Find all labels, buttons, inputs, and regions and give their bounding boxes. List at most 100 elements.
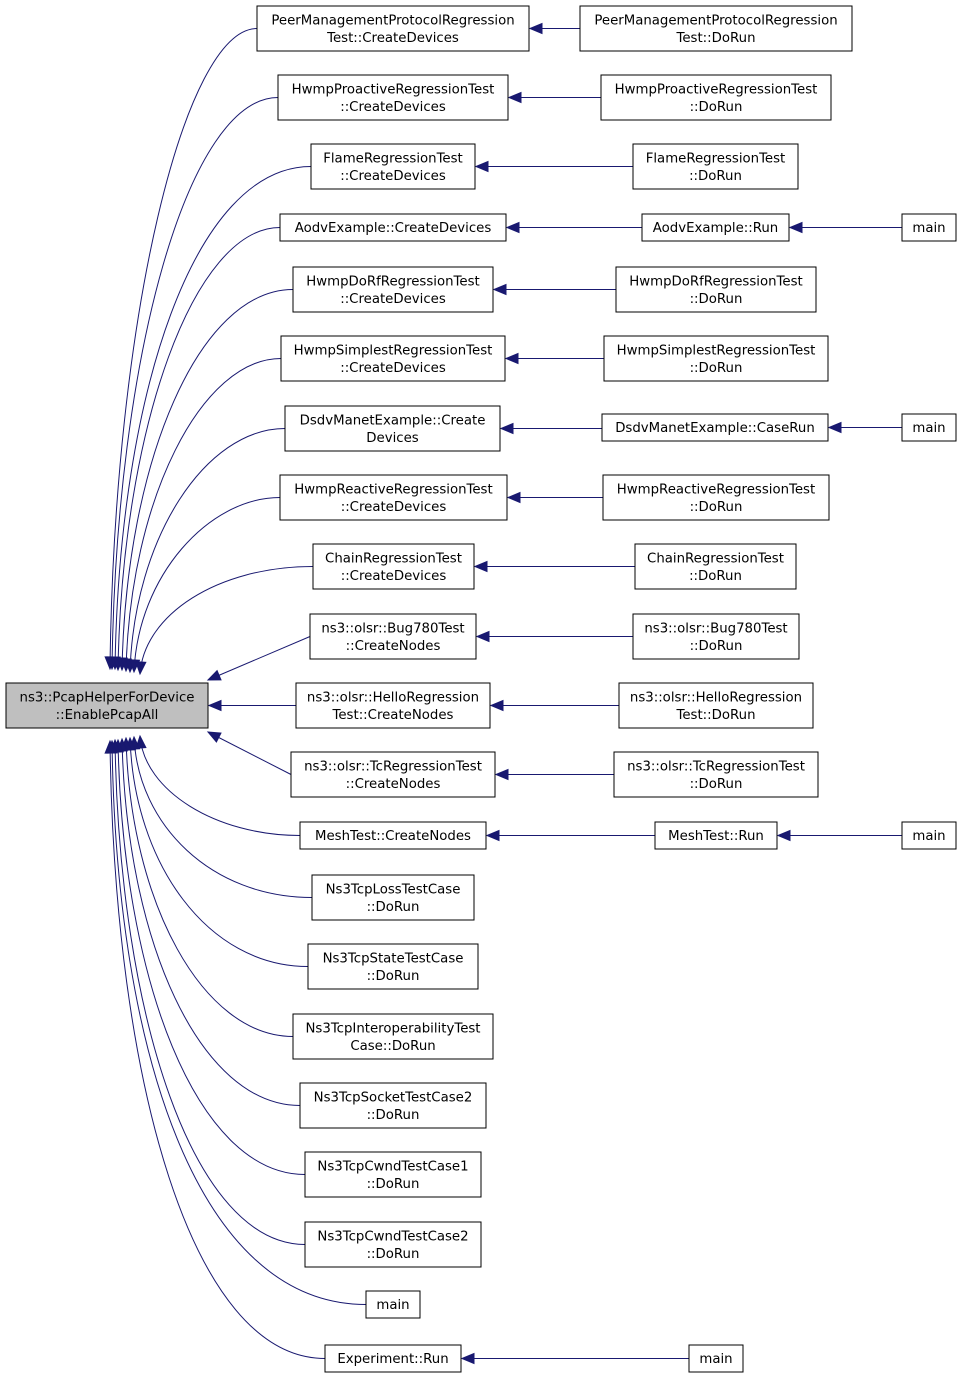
call-edge-arrowhead	[492, 283, 507, 296]
node-label-line: Ns3TcpLossTestCase	[326, 882, 461, 897]
node-box	[307, 943, 479, 990]
function-node-d8[interactable]: HwmpReactiveRegressionTest::DoRun	[602, 474, 830, 521]
node-label-line: Test::DoRun	[675, 708, 755, 723]
function-node-e4[interactable]: main	[901, 213, 957, 242]
function-node-c12[interactable]: ns3::olsr::TcRegressionTest::CreateNodes	[290, 751, 496, 798]
function-node-d2[interactable]: HwmpProactiveRegressionTest::DoRun	[600, 74, 832, 121]
call-edge-arrowhead	[788, 221, 803, 234]
function-node-e7[interactable]: main	[901, 413, 957, 442]
node-box	[613, 751, 819, 798]
function-node-d12[interactable]: ns3::olsr::TcRegressionTest::DoRun	[613, 751, 819, 798]
node-label-line: HwmpSimplestRegressionTest	[617, 343, 816, 358]
node-label-line: ::DoRun	[367, 969, 420, 984]
node-label-line: ::DoRun	[367, 1247, 420, 1262]
function-node-c3[interactable]: FlameRegressionTest::CreateDevices	[310, 143, 476, 190]
function-node-c7[interactable]: DsdvManetExample::CreateDevices	[284, 405, 501, 452]
node-label-line: ::DoRun	[689, 169, 742, 184]
function-node-d3[interactable]: FlameRegressionTest::DoRun	[632, 143, 799, 190]
function-node-c20[interactable]: main	[365, 1290, 421, 1319]
call-edge-arrowhead	[489, 699, 504, 712]
node-box	[641, 213, 790, 242]
call-edge	[114, 166, 312, 670]
function-node-d10[interactable]: ns3::olsr::Bug780Test::DoRun	[632, 613, 800, 660]
function-node-c21[interactable]: Experiment::Run	[324, 1344, 462, 1373]
node-box	[279, 213, 507, 242]
function-node-c11[interactable]: ns3::olsr::HelloRegressionTest::CreateNo…	[295, 682, 491, 729]
function-node-c10[interactable]: ns3::olsr::Bug780Test::CreateNodes	[309, 613, 477, 660]
function-node-d4[interactable]: AodvExample::Run	[641, 213, 790, 242]
node-box	[295, 682, 491, 729]
node-box	[603, 335, 829, 382]
call-edge-arrowhead	[506, 491, 521, 504]
function-node-d5[interactable]: HwmpDoRfRegressionTest::DoRun	[615, 266, 817, 313]
function-node-d1[interactable]: PeerManagementProtocolRegressionTest::Do…	[579, 5, 853, 52]
node-box	[311, 874, 475, 921]
function-node-c19[interactable]: Ns3TcpCwndTestCase2::DoRun	[304, 1221, 482, 1268]
node-label-line: Case::DoRun	[350, 1039, 435, 1054]
call-edge	[111, 740, 367, 1305]
function-node-d7[interactable]: DsdvManetExample::CaseRun	[601, 413, 829, 442]
node-box	[310, 143, 476, 190]
function-node-c4[interactable]: AodvExample::CreateDevices	[279, 213, 507, 242]
function-node-c17[interactable]: Ns3TcpSocketTestCase2::DoRun	[299, 1082, 487, 1129]
node-label-line: ::CreateDevices	[341, 500, 447, 515]
node-label-line: Ns3TcpCwndTestCase1	[317, 1159, 468, 1174]
node-label-line: ns3::olsr::TcRegressionTest	[304, 759, 482, 774]
node-box	[602, 474, 830, 521]
node-box	[632, 613, 800, 660]
node-label-line: ::CreateDevices	[341, 569, 447, 584]
call-edge-arrowhead	[460, 1352, 475, 1365]
node-label-line: ::CreateNodes	[346, 777, 441, 792]
node-label-line: Test::DoRun	[675, 31, 755, 46]
function-node-c13[interactable]: MeshTest::CreateNodes	[299, 821, 487, 850]
node-label-line: ::DoRun	[690, 777, 743, 792]
node-box	[634, 543, 797, 590]
function-node-c5[interactable]: HwmpDoRfRegressionTest::CreateDevices	[292, 266, 494, 313]
node-box	[290, 751, 496, 798]
call-edge-arrowhead	[206, 669, 222, 681]
function-node-e13[interactable]: main	[901, 821, 957, 850]
node-label-line: ::DoRun	[690, 639, 743, 654]
node-label-line: ::DoRun	[690, 361, 743, 376]
node-box	[304, 1151, 482, 1198]
function-node-c1[interactable]: PeerManagementProtocolRegressionTest::Cr…	[256, 5, 530, 52]
node-label-line: main	[912, 221, 945, 236]
node-label-line: ns3::olsr::TcRegressionTest	[627, 759, 805, 774]
function-node-d9[interactable]: ChainRegressionTest::DoRun	[634, 543, 797, 590]
call-edge-arrowhead	[206, 731, 222, 743]
call-edge	[129, 428, 286, 673]
node-label-line: main	[912, 829, 945, 844]
node-box	[256, 5, 530, 52]
call-edge-arrowhead	[504, 352, 519, 365]
call-edge	[139, 566, 314, 675]
function-node-c15[interactable]: Ns3TcpStateTestCase::DoRun	[307, 943, 479, 990]
call-edge-arrowhead	[104, 739, 116, 754]
function-node-d21[interactable]: main	[688, 1344, 744, 1373]
call-edge	[109, 740, 326, 1359]
node-label-line: FlameRegressionTest	[646, 151, 786, 166]
node-label-line: AodvExample::Run	[653, 221, 778, 236]
node-label-line: HwmpReactiveRegressionTest	[294, 482, 492, 497]
root-function-node[interactable]: ns3::PcapHelperForDevice::EnablePcapAll	[5, 682, 209, 729]
node-label-line: main	[376, 1298, 409, 1313]
function-node-c2[interactable]: HwmpProactiveRegressionTest::CreateDevic…	[277, 74, 509, 121]
function-node-c9[interactable]: ChainRegressionTest::CreateDevices	[312, 543, 475, 590]
node-label-line: ::DoRun	[367, 900, 420, 915]
function-node-c18[interactable]: Ns3TcpCwndTestCase1::DoRun	[304, 1151, 482, 1198]
call-edge	[109, 28, 258, 670]
node-label-line: Ns3TcpCwndTestCase2	[317, 1229, 468, 1244]
function-node-c8[interactable]: HwmpReactiveRegressionTest::CreateDevice…	[279, 474, 508, 521]
function-node-c14[interactable]: Ns3TcpLossTestCase::DoRun	[311, 874, 475, 921]
function-node-d13[interactable]: MeshTest::Run	[654, 821, 778, 850]
call-edge-arrowhead	[827, 421, 842, 434]
node-box	[277, 74, 509, 121]
function-node-d6[interactable]: HwmpSimplestRegressionTest::DoRun	[603, 335, 829, 382]
node-label-line: ::DoRun	[690, 500, 743, 515]
call-edge	[125, 737, 294, 1037]
node-box	[299, 821, 487, 850]
function-node-c6[interactable]: HwmpSimplestRegressionTest::CreateDevice…	[280, 335, 506, 382]
